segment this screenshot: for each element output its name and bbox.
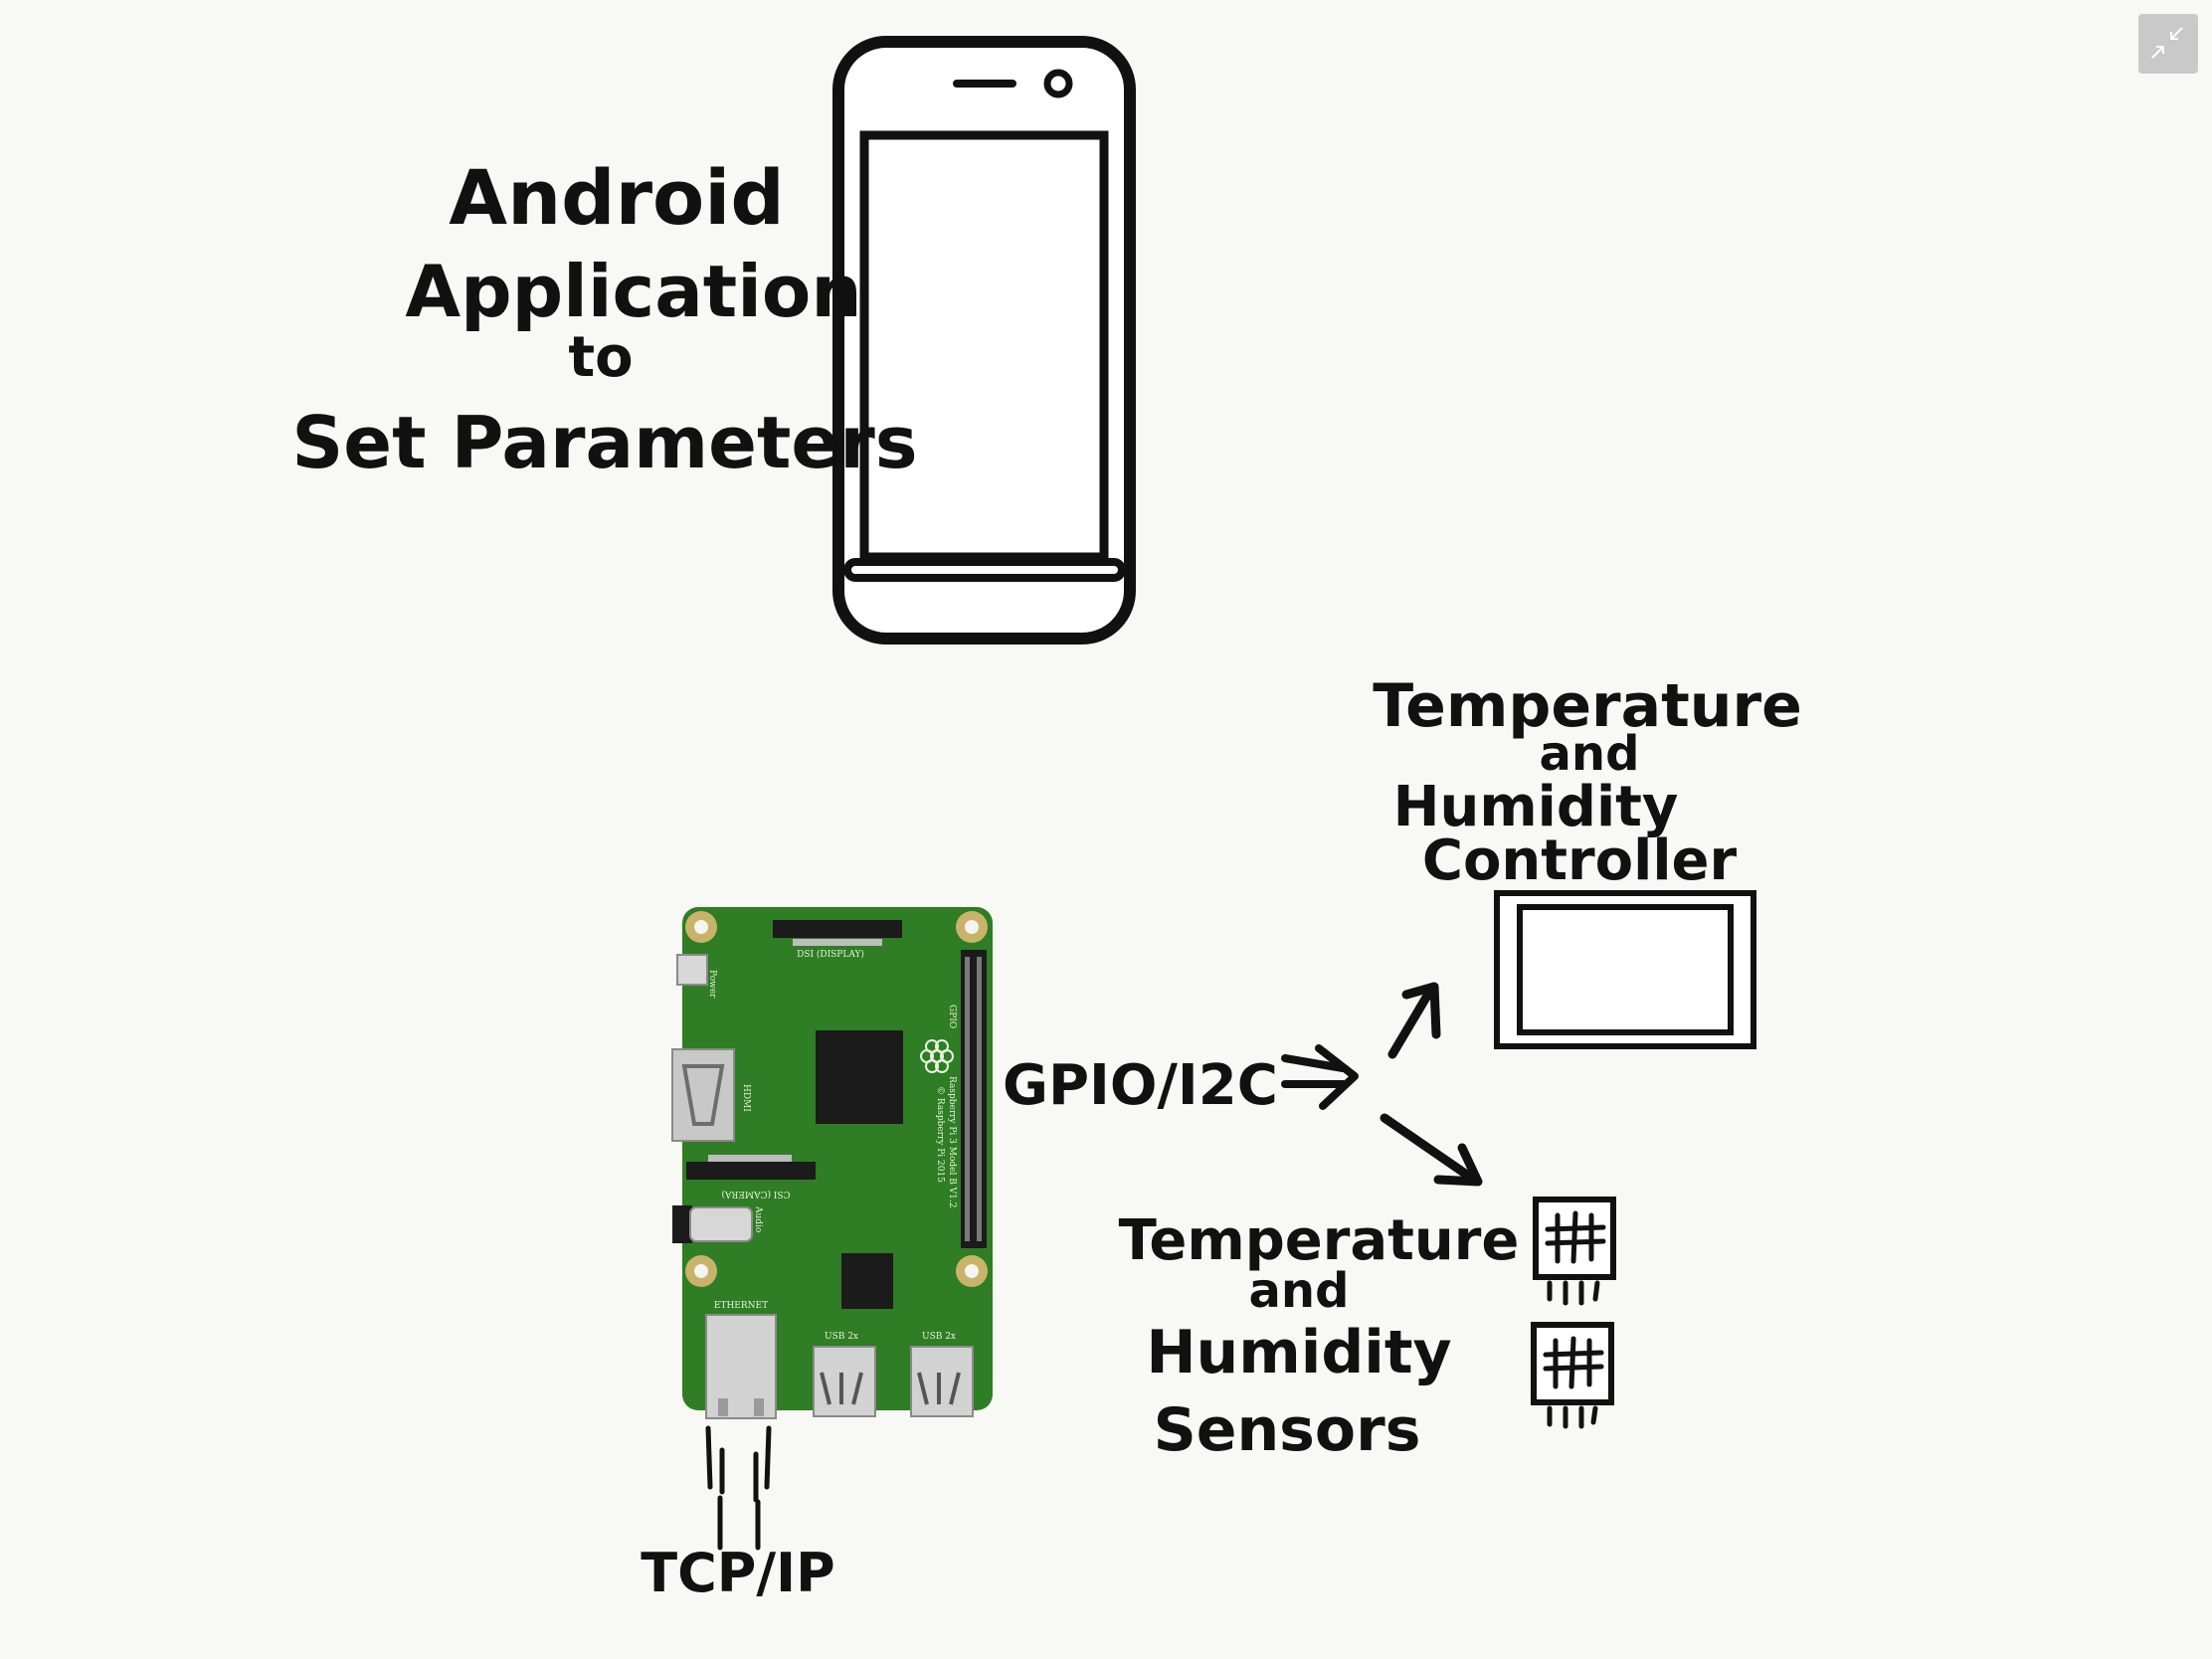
model-label: Raspberry Pi 3 Model B V1.2 — [947, 1076, 957, 1208]
gpio-board-label: GPIO — [947, 1005, 957, 1028]
audio-label: Audio — [753, 1205, 763, 1232]
dsi-label: DSI (DISPLAY) — [797, 949, 864, 960]
sensors-label: Temperature and Humidity Sensors — [1119, 1208, 1520, 1465]
sensors-label-line1: Temperature — [1119, 1208, 1520, 1273]
controller-label: Temperature and Humidity Controller — [1373, 671, 1802, 893]
exit-fullscreen-button[interactable] — [2138, 14, 2198, 74]
ethernet-label: ETHERNET — [714, 1301, 768, 1311]
tcpip-label: TCP/IP — [641, 1542, 834, 1604]
power-label: Power — [707, 970, 717, 999]
double-arrow-icon — [1281, 1044, 1359, 1110]
sensor-icon — [1531, 1322, 1614, 1429]
phone-icon — [832, 36, 1136, 645]
sensors-label-line3: Humidity — [1146, 1318, 1451, 1387]
sensors-label-line2: and — [1249, 1263, 1350, 1319]
controller-label-line1: Temperature — [1373, 671, 1802, 741]
controller-label-line4: Controller — [1422, 829, 1738, 893]
android-label-line1: Android — [449, 153, 784, 242]
gpio-pins — [965, 957, 982, 1241]
exit-fullscreen-icon — [2151, 27, 2183, 59]
raspberry-logo-icon — [920, 1039, 954, 1073]
android-label-line4: Set Parameters — [291, 401, 917, 484]
sensors-label-line4: Sensors — [1154, 1395, 1421, 1465]
android-label-line3: to — [568, 325, 633, 390]
controller-label-line2: and — [1540, 726, 1640, 782]
csi-label: CSI (CAMERA) — [722, 1189, 791, 1199]
copyright-label: © Raspberry Pi 2015 — [935, 1086, 945, 1183]
android-app-label: Android Application to Set Parameters — [291, 153, 917, 484]
controller-device-icon — [1494, 890, 1756, 1049]
sensor-icon — [1533, 1197, 1616, 1306]
raspberry-pi-board: DSI (DISPLAY) Power HDMI Raspberry Pi 3 … — [671, 907, 993, 1419]
hdmi-label: HDMI — [741, 1084, 751, 1112]
arrow-to-sensors-icon — [1380, 1113, 1483, 1187]
usb2-label: USB 2x — [922, 1332, 956, 1342]
controller-label-line3: Humidity — [1393, 775, 1679, 839]
gpio-i2c-label: GPIO/I2C — [1003, 1053, 1278, 1118]
ethernet-cable-lines — [705, 1425, 772, 1551]
android-label-line2: Application — [405, 250, 861, 333]
arrow-to-controller-icon — [1387, 982, 1441, 1059]
usb1-label: USB 2x — [825, 1332, 858, 1342]
